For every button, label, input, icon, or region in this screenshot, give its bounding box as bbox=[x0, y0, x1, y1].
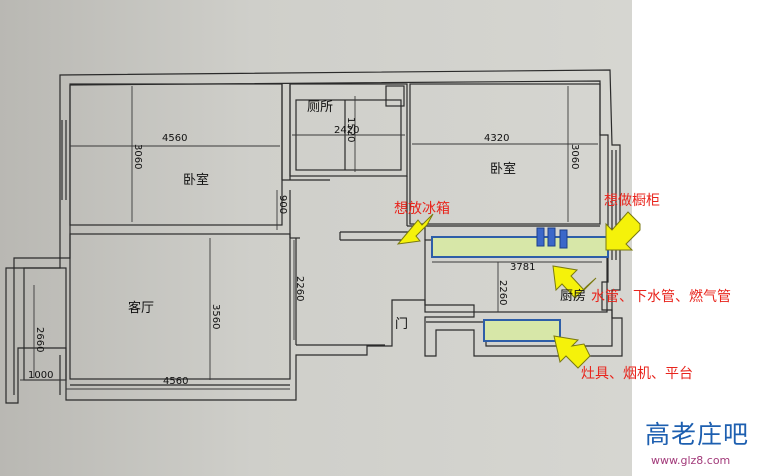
dimension-label: 3060 bbox=[132, 144, 143, 170]
dimension-label: 4560 bbox=[163, 376, 189, 387]
dimension-label: 1520 bbox=[345, 117, 356, 143]
right-bedroom-walls bbox=[409, 83, 601, 225]
dimension-label: 3781 bbox=[510, 262, 536, 273]
annotation-cabinet: 想做橱柜 bbox=[604, 193, 660, 209]
annotation-pipes: 水管、下水管、燃气管 bbox=[591, 289, 731, 305]
dimension-label: 1000 bbox=[28, 370, 54, 381]
living-room-walls bbox=[69, 233, 291, 380]
outer-wall bbox=[5, 69, 623, 404]
watermark: 高老庄吧 www.glz8.com bbox=[645, 420, 765, 472]
toilet-shaft bbox=[385, 85, 405, 107]
dimension-label: 2420 bbox=[334, 125, 360, 136]
watermark-logo: 高老庄吧 bbox=[645, 420, 750, 449]
room-label-door: 门 bbox=[395, 317, 409, 332]
annotation-fridge: 想放冰箱 bbox=[394, 201, 450, 217]
room-label-left-bedroom: 卧室 bbox=[183, 173, 210, 188]
watermark-url: www.glz8.com bbox=[651, 454, 731, 467]
arrow-icon-cabinet bbox=[605, 211, 641, 251]
kitchen-counter-top bbox=[431, 236, 609, 258]
annotation-stove: 灶具、烟机、平台 bbox=[581, 366, 693, 382]
dimension-label: 4560 bbox=[162, 133, 188, 144]
room-label-living: 客厅 bbox=[128, 301, 155, 316]
toilet-walls bbox=[289, 83, 408, 177]
arrow-icon-stove bbox=[553, 335, 591, 369]
dimension-label: 4320 bbox=[484, 133, 510, 144]
dimension-label: 2660 bbox=[34, 327, 45, 353]
right-blank-area bbox=[632, 0, 771, 476]
arrow-icon-fridge bbox=[396, 213, 434, 245]
pipe-icon bbox=[547, 227, 556, 247]
arrow-icon-pipes bbox=[552, 265, 597, 299]
room-label-toilet: 厕所 bbox=[307, 100, 334, 115]
dimension-label: 2260 bbox=[294, 276, 305, 302]
room-label-right-bedroom: 卧室 bbox=[490, 162, 517, 177]
pipe-icon bbox=[536, 227, 545, 247]
dimension-label: 900 bbox=[277, 195, 288, 215]
room-label-kitchen: 厨房 bbox=[560, 289, 587, 304]
dimension-label: 3060 bbox=[569, 144, 580, 170]
kitchen-counter-bottom bbox=[483, 319, 561, 342]
pipe-icon bbox=[559, 229, 568, 249]
dimension-label: 2260 bbox=[497, 280, 508, 306]
dimension-label: 3560 bbox=[210, 304, 221, 330]
left-bedroom-walls bbox=[69, 83, 283, 226]
